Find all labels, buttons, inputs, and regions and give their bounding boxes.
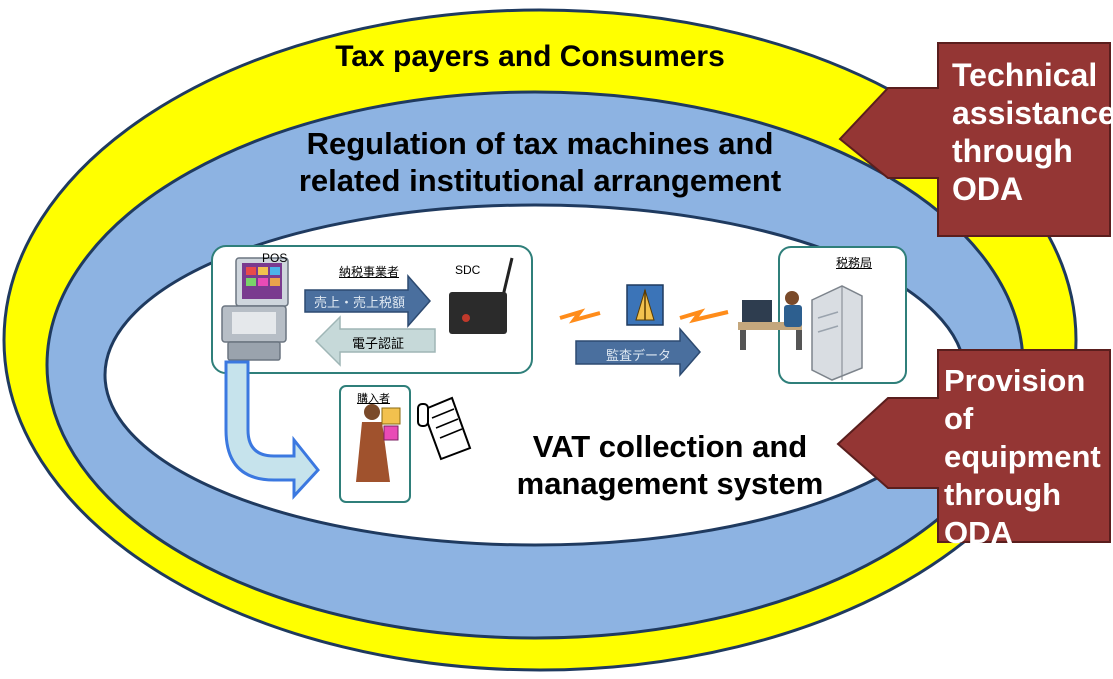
auth-arrow [314,315,436,367]
technical-assistance-arrow [838,42,1111,237]
pos-label: POS [262,251,288,265]
buyer-icon [356,404,401,482]
audit-arrow-label: 監査データ [606,348,672,363]
sdc-label: SDC [455,263,481,277]
signal-zigzag-right [679,308,729,324]
sales-arrow [304,274,431,328]
middle-ring-label-line2: related institutional arrangement [298,163,782,198]
inner-ring-label-line2: management system [516,466,824,501]
taxpayer-label: 納税事業者 [339,265,400,279]
inner-ring-label-line1: VAT collection and [532,429,808,464]
technical-line-1: Technical [952,57,1098,93]
tax-officer-icon [738,291,802,350]
equipment-line-4: ODA [944,515,1013,550]
pos-to-buyer-arrow [224,360,320,500]
technical-line-2: assistance [952,95,1113,131]
tax-office-label: 税務局 [836,256,873,270]
equipment-line-3: through [944,477,1062,512]
technical-line-3: through [952,133,1073,169]
equipment-provision-label: Provision of equipment through ODA [944,362,1113,552]
server-icon [811,285,863,381]
middle-ring-label-line1: Regulation of tax machines and [306,126,774,161]
outer-ring-label: Tax payers and Consumers [335,40,725,73]
sdc-device-icon [449,257,514,334]
receipt-icon [417,396,472,461]
radio-tower-icon [626,284,664,326]
signal-zigzag-left [559,308,601,324]
sales-arrow-label: 売上・売上税額 [314,295,406,310]
auth-arrow-label: 電子認証 [352,336,405,351]
equipment-line-1: Provision of [944,363,1086,436]
technical-line-4: ODA [952,171,1024,207]
pos-terminal-icon [221,257,289,361]
equipment-line-2: equipment [944,439,1101,474]
audit-arrow [575,326,701,378]
buyer-label: 購入者 [357,393,390,405]
technical-assistance-label: Technical assistance through ODA [952,56,1113,208]
equipment-provision-arrow [836,349,1111,543]
